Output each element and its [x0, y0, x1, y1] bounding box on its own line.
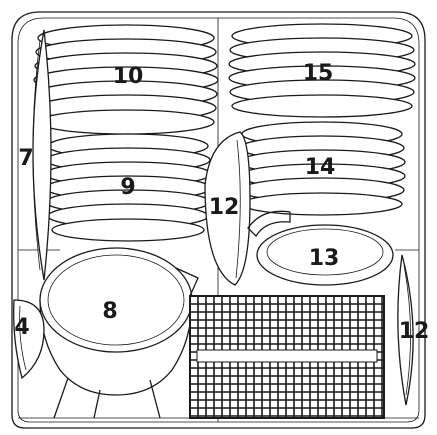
- bowl-vertical-center: [204, 131, 251, 286]
- label-side-plate-right: 12: [399, 319, 430, 344]
- saucers-stack-right: [238, 121, 406, 216]
- label-plates-upper-right: 15: [303, 61, 334, 86]
- lid-left: [13, 299, 45, 380]
- side-plate-left: [32, 29, 52, 281]
- label-bowls-left: 9: [120, 175, 135, 200]
- label-bowl-vertical-center: 12: [209, 195, 240, 220]
- plates-stack-right: [228, 23, 416, 118]
- label-pot: 8: [102, 299, 117, 324]
- cutlery-basket: [189, 295, 385, 419]
- pot: [39, 247, 199, 419]
- bowls-stack-left: [44, 133, 212, 242]
- bowl-right: [247, 210, 394, 286]
- side-plate-right: [397, 254, 414, 406]
- label-saucers-right: 14: [305, 155, 336, 180]
- label-bowl-right: 13: [309, 246, 340, 271]
- label-side-plate-left: 7: [18, 146, 33, 171]
- label-lid-left: 4: [14, 315, 29, 340]
- label-plates-upper-left: 10: [113, 64, 144, 89]
